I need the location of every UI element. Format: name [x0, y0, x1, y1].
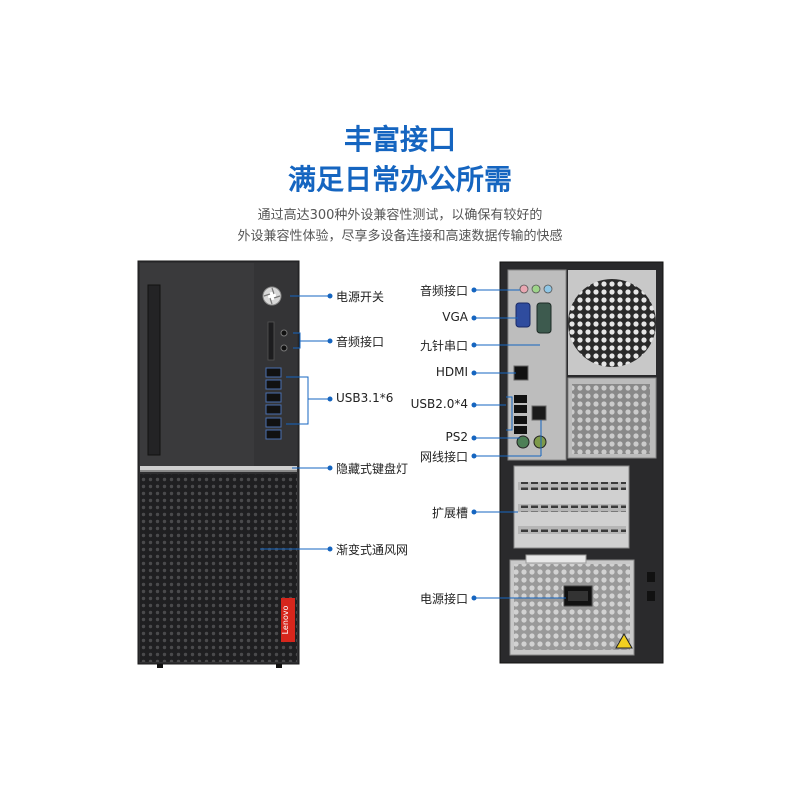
front-usb-ports	[265, 367, 282, 440]
label-ps2: PS2	[445, 430, 469, 444]
warning-icon	[615, 632, 633, 649]
mic-jack-icon	[280, 344, 288, 352]
label-audio-jack: 音频接口	[336, 335, 385, 349]
lenovo-logo-text: Lenovo	[281, 605, 290, 634]
label-usb20: USB2.0*4	[410, 397, 468, 411]
label-power-switch: 电源开关	[336, 290, 385, 304]
description-line1: 通过高达300种外设兼容性测试，以确保有较好的	[257, 208, 543, 223]
ps2-mouse-port	[533, 435, 547, 449]
headline-line1: 丰富接口	[343, 123, 456, 156]
rear-tower	[499, 261, 664, 664]
rear-callouts	[474, 289, 566, 599]
front-tower: Lenovo	[137, 260, 300, 668]
hdmi-port	[513, 365, 529, 381]
audio-jack-icon	[280, 329, 288, 337]
label-vent-mesh: 渐变式通风网	[336, 543, 409, 557]
label-hdmi: HDMI	[435, 365, 468, 379]
rear-fan-grille	[568, 279, 656, 367]
rear-line-out-port	[531, 284, 541, 294]
card-reader-slot	[267, 321, 275, 361]
label-usb31: USB3.1*6	[336, 391, 394, 405]
label-expansion-slot: 扩展槽	[431, 506, 468, 520]
front-callouts	[260, 295, 330, 550]
label-rear-audio: 音频接口	[419, 284, 468, 298]
vent-mesh	[140, 474, 297, 662]
rear-line-in-port	[543, 284, 553, 294]
label-vga: VGA	[442, 310, 468, 324]
description-line2: 外设兼容性体验，尽享多设备连接和高速数据传输的快感	[237, 229, 563, 244]
ps2-keyboard-port	[516, 435, 530, 449]
front-callout-dots	[327, 293, 333, 552]
rear-callout-dots	[471, 287, 477, 601]
optical-drive-bay	[147, 284, 161, 456]
label-power-port: 电源接口	[419, 592, 468, 606]
ethernet-port	[531, 405, 547, 421]
serial-port	[536, 302, 552, 334]
vga-port	[515, 302, 531, 328]
power-button-icon	[262, 286, 282, 306]
lenovo-logo	[281, 598, 295, 642]
label-ethernet: 网线接口	[419, 450, 468, 464]
label-serial: 九针串口	[419, 339, 468, 353]
rear-mic-port	[519, 284, 529, 294]
headline-line2: 满足日常办公所需	[287, 163, 512, 196]
label-hidden-keyboard-light: 隐藏式键盘灯	[336, 462, 409, 476]
hidden-keyboard-light-strip	[140, 466, 297, 470]
